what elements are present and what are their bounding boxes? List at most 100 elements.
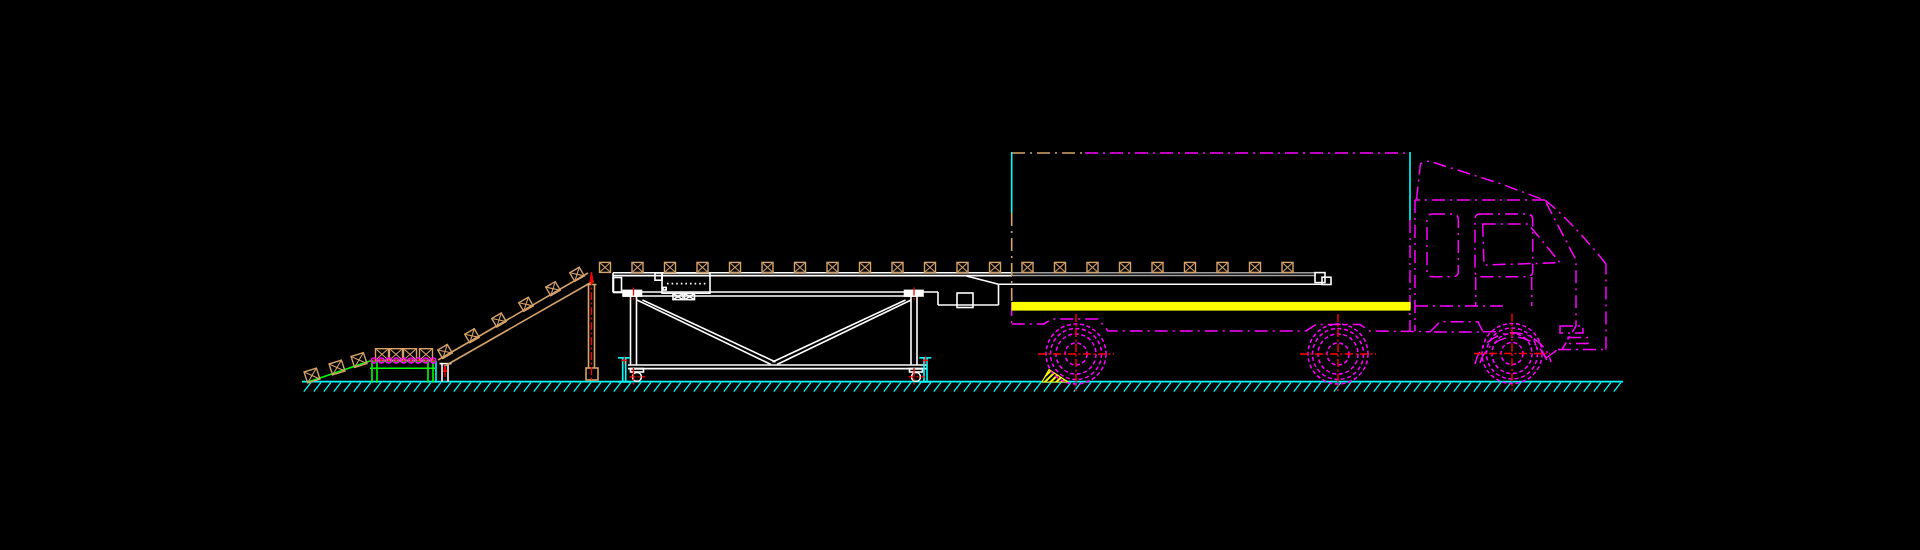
ground-hatch-tick (714, 382, 721, 391)
post-arrow (590, 272, 593, 282)
ground-hatch-tick (794, 382, 801, 391)
box-chain-12 (990, 262, 1001, 272)
ground-hatch-tick (1574, 382, 1581, 391)
box-chain-13 (1022, 262, 1033, 272)
ground-hatch-tick (354, 382, 361, 391)
cab-vent-2 (1568, 338, 1588, 344)
ground-hatch-tick (304, 382, 311, 391)
roller-dot-2 (388, 359, 390, 361)
ground-hatch-tick (614, 382, 621, 391)
ground-hatch-tick (1184, 382, 1191, 391)
ground-hatch-tick (1014, 382, 1021, 391)
cab-rear-window (1427, 214, 1458, 277)
conveyor-left-cap (614, 278, 622, 293)
ground-hatch-tick (1024, 382, 1031, 391)
ground-hatch-tick (634, 382, 641, 391)
box-chain-4 (730, 262, 741, 272)
brace-a1 (637, 300, 771, 365)
ground (302, 382, 1623, 392)
box-table-1 (390, 349, 403, 361)
ground-hatch-tick (1604, 382, 1611, 391)
box-table-3 (420, 349, 433, 361)
ground-hatch-tick (834, 382, 841, 391)
ground-hatch-tick (454, 382, 461, 391)
leg-cap-left (623, 290, 642, 296)
ground-hatch-tick (1244, 382, 1251, 391)
ground-hatch-tick (624, 382, 631, 391)
ground-hatch-tick (1484, 382, 1491, 391)
ground-hatch-tick (1354, 382, 1361, 391)
wheel-chock (1042, 370, 1068, 383)
ground-hatch-tick (584, 382, 591, 391)
ground-hatch-tick (1554, 382, 1561, 391)
cab-door-glass (1483, 224, 1560, 265)
roller-dot-7 (425, 359, 427, 361)
ground-hatch-tick (1234, 382, 1241, 391)
ground-hatch-tick (534, 382, 541, 391)
ground-hatch-tick (524, 382, 531, 391)
ground-hatch-tick (874, 382, 881, 391)
ground-hatch-tick (334, 382, 341, 391)
ground-hatch-tick (1614, 382, 1621, 391)
ground-hatch-tick (1104, 382, 1111, 391)
box-chain-0 (600, 262, 611, 272)
ground-hatch-tick (1474, 382, 1481, 391)
ground-hatch-tick (1224, 382, 1231, 391)
ground-hatch-tick (314, 382, 321, 391)
box-chain-11 (957, 262, 968, 272)
box-chain-9 (892, 262, 903, 272)
ground-hatch-tick (394, 382, 401, 391)
ground-hatch-tick (494, 382, 501, 391)
ground-hatch-tick (594, 382, 601, 391)
ground-hatch-tick (1164, 382, 1171, 391)
ground-hatch-tick (654, 382, 661, 391)
ground-hatch-tick (1524, 382, 1531, 391)
ground-hatch-tick (1314, 382, 1321, 391)
ground-hatch-tick (1454, 382, 1461, 391)
box-chain-17 (1152, 262, 1163, 272)
ground-hatch-tick (604, 382, 611, 391)
cab-bumper-diag (1546, 350, 1558, 359)
ground-hatch-tick (664, 382, 671, 391)
ground-hatch-tick (1544, 382, 1551, 391)
ground-hatch-tick (1274, 382, 1281, 391)
ground-hatch-tick (464, 382, 471, 391)
box-chain-5 (762, 262, 773, 272)
ground-hatch-tick (864, 382, 871, 391)
box-chain-10 (925, 262, 936, 272)
ground-hatch-tick (1564, 382, 1571, 391)
roller-dot-3 (395, 359, 397, 361)
ground-hatch-tick (1004, 382, 1011, 391)
ground-hatch-tick (384, 382, 391, 391)
ground-hatch-tick (984, 382, 991, 391)
ground-hatch-tick (1414, 382, 1421, 391)
ground-hatch-tick (804, 382, 811, 391)
ground-hatch-tick (424, 382, 431, 391)
ground-hatch-tick (1584, 382, 1591, 391)
box-chain-16 (1120, 262, 1131, 272)
ground-hatch-tick (344, 382, 351, 391)
ground-hatch-tick (564, 382, 571, 391)
box-chain-1 (632, 262, 643, 272)
ground-hatch-tick (1514, 382, 1521, 391)
box-chain-3 (697, 262, 708, 272)
ground-hatch-tick (574, 382, 581, 391)
ground-hatch-tick (824, 382, 831, 391)
box-chain-21 (1282, 262, 1293, 272)
ground-hatch-tick (754, 382, 761, 391)
ground-hatch-tick (364, 382, 371, 391)
ground-hatch-tick (554, 382, 561, 391)
ground-hatch-tick (404, 382, 411, 391)
ground-hatch-tick (544, 382, 551, 391)
caster-left-plate (631, 369, 644, 372)
ground-hatch-tick (734, 382, 741, 391)
cab-vent-1 (1560, 326, 1583, 333)
ground-hatch-tick (1124, 382, 1131, 391)
ground-hatch-tick (684, 382, 691, 391)
box-chain-19 (1217, 262, 1228, 272)
ground-hatch-tick (1054, 382, 1061, 391)
ground-hatch-tick (1044, 382, 1051, 391)
ground-hatch-tick (904, 382, 911, 391)
box-chain-18 (1185, 262, 1196, 272)
roller-dot-5 (410, 359, 412, 361)
